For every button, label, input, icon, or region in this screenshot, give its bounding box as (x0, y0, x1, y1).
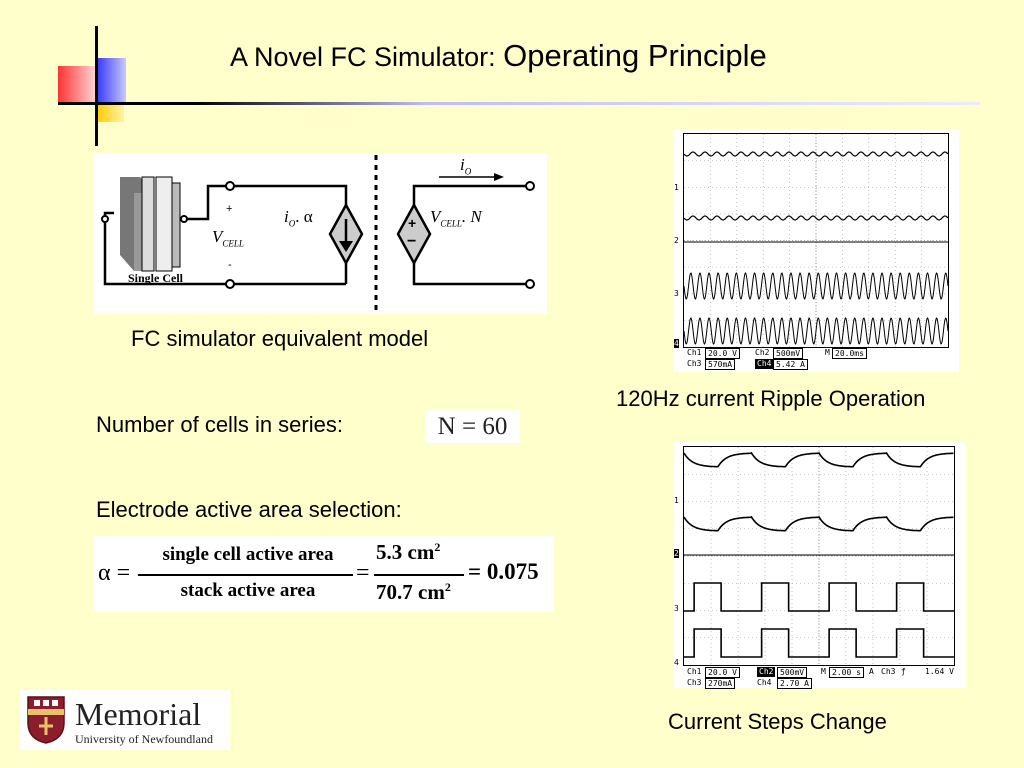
scope2-ch4-value: 2.70 A (777, 678, 812, 689)
scope2-marker-3: 3 (674, 604, 679, 613)
title-part2: Operating Principle (503, 38, 767, 73)
oscilloscope-ripple: 1 2 3 4 Ch1 20.0 V Ch2 500mV M 20.0ms Ch… (673, 129, 959, 372)
caption-ripple: 120Hz current Ripple Operation (616, 386, 926, 411)
scope1-ch2-value: 500mV (773, 348, 804, 359)
crest-icon (26, 695, 66, 745)
logo-name: Memorial (75, 696, 202, 732)
fraction1-numerator: single cell active area (162, 544, 334, 565)
fraction1-denominator: stack active area (180, 580, 316, 601)
minus-sign: - (228, 259, 232, 271)
scope2-ch1-value: 20.0 V (705, 667, 740, 678)
result: = 0.075 (468, 559, 539, 584)
area-formula: α = single cell active area stack active… (94, 536, 554, 612)
scope2-ch2-value: 500mV (777, 667, 808, 678)
scope1-ch3-value: 570mA (705, 359, 736, 370)
scope1-marker-2: 2 (674, 236, 679, 245)
caption-steps: Current Steps Change (668, 709, 887, 734)
decor-blue-block (96, 58, 126, 104)
scope2-trig-level: 1.64 V (925, 667, 954, 676)
scope1-marker-1: 1 (674, 183, 679, 192)
vcell-n-label: VCELL. N (430, 207, 482, 229)
scope2-ch3: Ch3 (687, 678, 702, 687)
decor-red-block (58, 66, 98, 104)
dependent-voltage-source-icon (396, 202, 432, 266)
title-underline (58, 102, 980, 105)
cells-label: Number of cells in series: (96, 412, 343, 437)
scope1-ch1: Ch1 (687, 348, 702, 357)
circuit-diagram: Single Cell + - VCELL iO. α + − VCELL. N… (94, 153, 547, 314)
scope2-ch3-value: 270mA (705, 678, 736, 689)
oscilloscope-steps: 1 2 3 4 Ch1 20.0 V Ch2 500mV M 2.00 s A … (673, 442, 966, 689)
scope2-m: M (821, 667, 826, 676)
scope2-trig-slope: ƒ (901, 667, 906, 676)
circuit-schematic (101, 155, 535, 312)
source-minus: − (407, 233, 417, 250)
scope1-marker-3: 3 (674, 289, 679, 298)
scope2-ch4: Ch4 (757, 678, 772, 687)
equals-sign: = (356, 560, 370, 586)
scope2-marker-4: 4 (674, 658, 679, 667)
scope2-timebase: 2.00 s (829, 667, 864, 678)
alpha-eq: α = (98, 560, 131, 586)
scope1-grid (683, 133, 949, 348)
scope1-ch4: Ch4 (755, 359, 774, 369)
plus-sign: + (226, 203, 233, 215)
single-cell-label: Single Cell (128, 271, 184, 285)
io-top-label: iO (460, 155, 472, 177)
fraction2-bar (374, 574, 464, 576)
scope2-trig-ch: Ch3 (881, 667, 896, 676)
scope2-ch1: Ch1 (687, 667, 702, 676)
scope1-marker-4: 4 (674, 339, 679, 348)
scope2-traces (683, 447, 954, 665)
single-cell-icon (120, 176, 181, 272)
scope2-grid (683, 446, 955, 666)
scope1-traces (683, 134, 949, 347)
scope1-ch1-value: 20.0 V (705, 348, 740, 359)
decor-vertical-line (95, 26, 98, 146)
scope2-ch2: Ch2 (757, 667, 776, 677)
fraction1-bar (138, 574, 353, 576)
source-plus: + (408, 215, 417, 231)
caption-model: FC simulator equivalent model (131, 326, 429, 351)
slide-title: A Novel FC Simulator: Operating Principl… (230, 38, 767, 74)
scope1-ch3: Ch3 (687, 359, 702, 368)
decor-yellow-block (97, 104, 124, 122)
scope1-ch2: Ch2 (755, 348, 770, 357)
scope2-marker-1: 1 (674, 496, 679, 505)
fraction2-denominator: 70.7 cm2 (376, 580, 451, 604)
scope1-ch4-value: 5.42 A (773, 359, 808, 370)
scope2-a: A (869, 667, 874, 676)
area-label: Electrode active area selection: (96, 497, 402, 522)
scope1-m: M (825, 348, 830, 357)
io-alpha-label: iO. α (284, 207, 313, 229)
logo-subtitle: University of Newfoundland (75, 732, 213, 746)
dependent-current-source-icon (328, 202, 364, 266)
cells-formula: N = 60 (425, 410, 520, 443)
fraction2-numerator: 5.3 cm2 (376, 540, 441, 564)
scope2-marker-2: 2 (674, 549, 679, 558)
title-part1: A Novel FC Simulator: (230, 42, 504, 72)
vcell-label: VCELL (212, 227, 244, 249)
scope1-timebase: 20.0ms (832, 348, 867, 359)
